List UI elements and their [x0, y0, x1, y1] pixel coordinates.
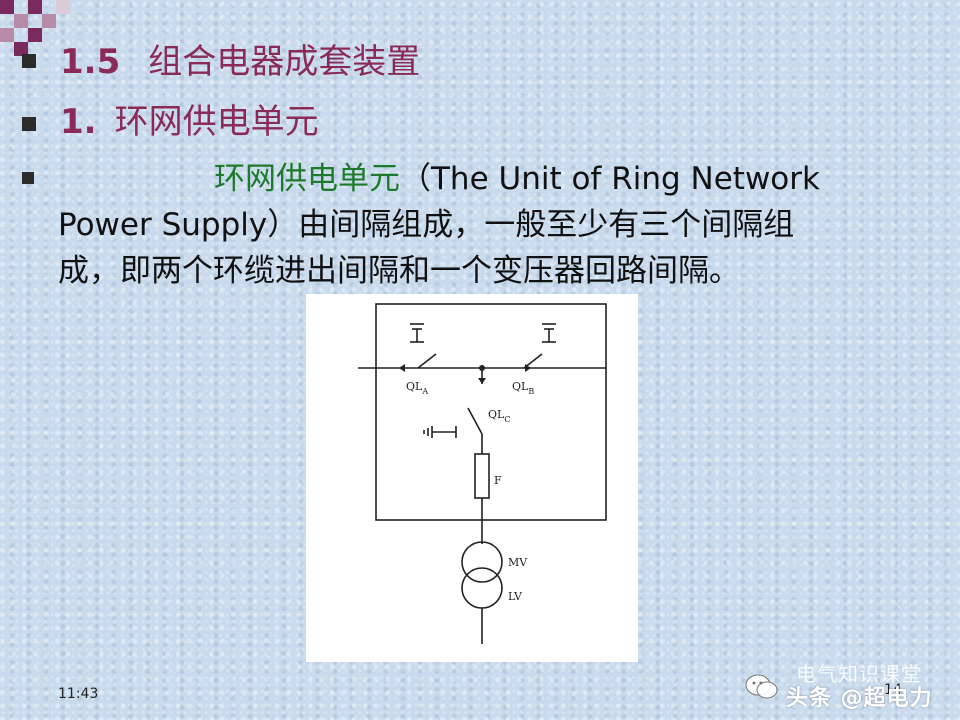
slide-title: 1.5 组合电器成套装置 — [60, 42, 420, 82]
ring-main-unit-diagram: QLA QLB QLC F MV LV — [306, 294, 638, 662]
body-highlight: 环网供电单元 — [214, 161, 400, 197]
switch-a-blade — [417, 353, 437, 369]
mv-label: MV — [508, 556, 528, 569]
switch-b-label: QL — [512, 380, 529, 393]
slide-time: 11:43 — [58, 686, 99, 702]
enclosure-frame — [375, 303, 607, 521]
slide-title-number: 1.5 — [60, 42, 121, 82]
wechat-icon — [745, 674, 778, 699]
section-title-text: 环网供电单元 — [114, 102, 319, 142]
svg-text:QLA: QLA — [406, 380, 428, 396]
watermark-account-name: 电气知识课堂 — [796, 662, 922, 686]
switch-c-label: QL — [488, 408, 505, 421]
switch-a-label: QL — [406, 380, 423, 393]
lv-label: LV — [508, 590, 523, 603]
switch-c-subscript: C — [504, 415, 510, 424]
body-line-2: Power Supply）由间隔组成，一般至少有三个间隔组 — [58, 207, 795, 243]
transformer-secondary-winding — [461, 567, 503, 609]
slide-page-number: 14 — [884, 682, 902, 698]
fuse-element — [474, 453, 490, 499]
watermark-source: 头条 @超电力 — [786, 686, 933, 711]
watermark: 电气知识课堂 头条 @超电力 — [740, 658, 950, 714]
switch-c-blade — [467, 407, 483, 435]
square-bullet-icon — [22, 54, 36, 68]
section-title-number: 1. — [60, 102, 97, 142]
transformer-primary-winding — [461, 541, 503, 583]
svg-text:QLC: QLC — [488, 408, 510, 424]
switch-b-subscript: B — [528, 387, 534, 396]
square-bullet-icon — [22, 172, 34, 184]
corner-decoration — [0, 0, 70, 70]
ring-main-unit-schematic: QLA QLB QLC F MV LV — [358, 303, 607, 644]
heading-2-bullet-line — [22, 117, 36, 131]
body-line-3: 成，即两个环缆进出间隔和一个变压器回路间隔。 — [58, 253, 740, 289]
fuse-label: F — [494, 474, 502, 487]
heading-1-bullet-line — [22, 54, 36, 68]
section-title: 1. 环网供电单元 — [60, 102, 319, 142]
body-line-1: 环网供电单元（The Unit of Ring Network — [58, 156, 938, 202]
body-bullet-line — [22, 172, 34, 184]
switch-a-subscript: A — [421, 387, 428, 396]
svg-text:QLB: QLB — [512, 380, 534, 396]
square-bullet-icon — [22, 117, 36, 131]
body-paragraph: 环网供电单元（The Unit of Ring Network Power Su… — [58, 156, 938, 294]
body-line-1-rest: （The Unit of Ring Network — [400, 161, 820, 197]
slide-title-text: 组合电器成套装置 — [148, 42, 421, 82]
